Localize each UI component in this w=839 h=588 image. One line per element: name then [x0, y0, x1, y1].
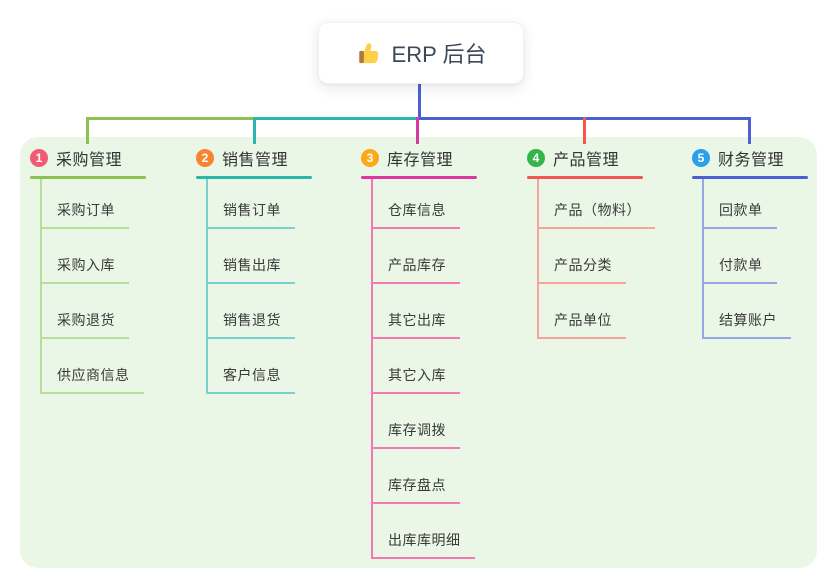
branch-label: 采购管理	[56, 152, 123, 169]
branch-children: 仓库信息产品库存其它出库其它入库库存调拨库存盘点出库库明细	[371, 179, 475, 559]
branch-node-3[interactable]: 3 库存管理	[361, 147, 477, 169]
branches-background-panel	[20, 137, 817, 568]
connector-horizontal	[253, 117, 418, 120]
child-node[interactable]: 产品单位	[539, 284, 626, 339]
branch-number-badge: 4	[527, 149, 545, 167]
branch-label: 库存管理	[387, 152, 454, 169]
branch-children: 产品（物料）产品分类产品单位	[537, 179, 655, 339]
connector-drop	[253, 117, 256, 144]
child-node[interactable]: 供应商信息	[42, 339, 144, 394]
child-node[interactable]: 回款单	[704, 179, 777, 229]
branch-label: 产品管理	[553, 152, 620, 169]
connector-drop	[583, 117, 586, 144]
connector-drop	[86, 117, 89, 144]
child-node[interactable]: 仓库信息	[373, 179, 460, 229]
branch-number-badge: 2	[196, 149, 214, 167]
child-node[interactable]: 产品（物料）	[539, 179, 655, 229]
branch-underline	[692, 176, 808, 179]
branch-3: 3 库存管理仓库信息产品库存其它出库其它入库库存调拨库存盘点出库库明细	[361, 147, 477, 559]
connector-horizontal	[86, 117, 253, 120]
child-node[interactable]: 其它入库	[373, 339, 460, 394]
branch-node-4[interactable]: 4 产品管理	[527, 147, 655, 169]
branch-1: 1 采购管理采购订单采购入库采购退货供应商信息	[30, 147, 146, 394]
child-node[interactable]: 销售出库	[208, 229, 295, 284]
child-node[interactable]: 付款单	[704, 229, 777, 284]
branch-underline	[196, 176, 312, 179]
child-node[interactable]: 出库库明细	[373, 504, 475, 559]
branch-4: 4 产品管理产品（物料）产品分类产品单位	[527, 147, 655, 339]
branch-number-badge: 3	[361, 149, 379, 167]
child-node[interactable]: 产品分类	[539, 229, 626, 284]
branch-node-5[interactable]: 5 财务管理	[692, 147, 808, 169]
branch-children: 销售订单销售出库销售退货客户信息	[206, 179, 295, 394]
branch-number-badge: 1	[30, 149, 48, 167]
child-node[interactable]: 销售退货	[208, 284, 295, 339]
child-node[interactable]: 采购入库	[42, 229, 129, 284]
branch-number-badge: 5	[692, 149, 710, 167]
connector-drop	[416, 117, 419, 144]
root-stem-line	[418, 82, 421, 117]
root-node[interactable]: ERP 后台	[318, 22, 524, 84]
connector-drop	[748, 117, 751, 144]
child-node[interactable]: 客户信息	[208, 339, 295, 394]
branch-5: 5 财务管理回款单付款单结算账户	[692, 147, 808, 339]
branch-underline	[30, 176, 146, 179]
branch-children: 采购订单采购入库采购退货供应商信息	[40, 179, 144, 394]
branch-2: 2 销售管理销售订单销售出库销售退货客户信息	[196, 147, 312, 394]
branch-label: 销售管理	[222, 152, 289, 169]
branch-node-2[interactable]: 2 销售管理	[196, 147, 312, 169]
child-node[interactable]: 结算账户	[704, 284, 791, 339]
child-node[interactable]: 采购订单	[42, 179, 129, 229]
branch-label: 财务管理	[718, 152, 785, 169]
root-title: ERP 后台	[391, 42, 487, 67]
child-node[interactable]: 其它出库	[373, 284, 460, 339]
branch-node-1[interactable]: 1 采购管理	[30, 147, 146, 169]
child-node[interactable]: 销售订单	[208, 179, 295, 229]
branch-children: 回款单付款单结算账户	[702, 179, 791, 339]
child-node[interactable]: 采购退货	[42, 284, 129, 339]
child-node[interactable]: 库存调拨	[373, 394, 460, 449]
child-node[interactable]: 产品库存	[373, 229, 460, 284]
branch-underline	[527, 176, 643, 179]
thumbs-up-icon	[356, 40, 382, 66]
branch-underline	[361, 176, 477, 179]
child-node[interactable]: 库存盘点	[373, 449, 460, 504]
